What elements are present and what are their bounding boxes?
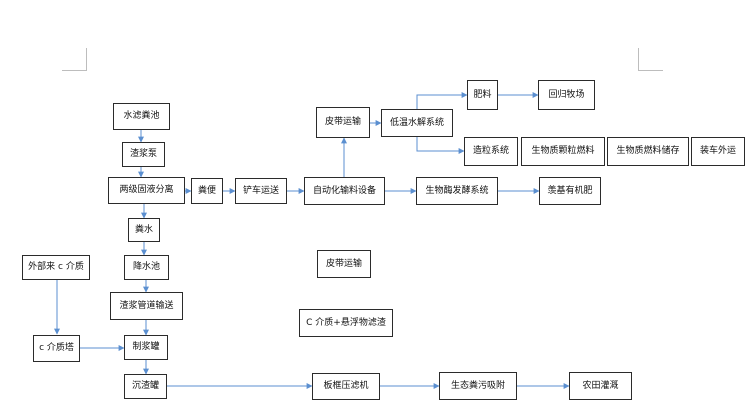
node-zhajiang-beng: 渣浆泵 [122,142,165,167]
node-chenzha-guan: 沉渣罐 [124,374,167,399]
node-pidai-yunshu-mid: 皮带运输 [317,250,371,278]
node-zidonghua-shuliao: 自动化输料设备 [304,177,385,205]
node-shengwuzhi-keli: 生物质颗粒燃料 [521,137,605,166]
node-waibu-lai: 外部来 c 介质 [22,255,90,280]
node-chanche-yunsong: 铲车运送 [235,178,287,204]
node-jiangshui-chi: 降水池 [124,255,169,280]
node-liangji-fenli: 两级固液分离 [108,177,185,204]
node-banjia-yalvji: 板框压滤机 [312,373,380,400]
node-jiji-youjifei: 羡基有机肥 [539,177,601,205]
node-shuilu-fenchi: 水滤粪池 [113,103,170,130]
node-zhijiang-guan: 制浆罐 [124,335,168,360]
node-shengwuzhi-chucun: 生物质燃料储存 [607,137,689,166]
node-fenbian: 粪便 [191,178,223,204]
node-c-jiezhi-xuanfu: C 介质+悬浮物滤渣 [299,309,393,337]
node-fenshui: 粪水 [128,218,160,242]
node-c-jiezhi-ta: c 介质塔 [33,335,80,362]
node-shengtai-fen-wu: 生态粪污吸附 [439,372,517,400]
node-zhuangche-waiyun: 装车外运 [691,137,745,166]
node-zhajiang-guandao: 渣浆管道输送 [110,292,183,320]
node-nongtian-guangai: 农田灌溉 [569,372,632,400]
arrow-diwen-to-zaoli [416,137,465,154]
node-shengwu-fajiao: 生物酶发酵系统 [416,177,498,205]
crop-mark-top-right [638,48,663,71]
arrow-diwen-to-feiliao [416,92,468,109]
node-zaoli-xitong: 造粒系统 [464,137,518,166]
node-pidai-yunshu-top: 皮带运输 [316,107,370,138]
node-feiliao: 肥料 [467,80,498,110]
node-huigui-muchang: 回归牧场 [538,80,595,110]
node-diwen-shuijie: 低温水解系统 [381,109,453,137]
crop-mark-top-left [62,48,87,71]
